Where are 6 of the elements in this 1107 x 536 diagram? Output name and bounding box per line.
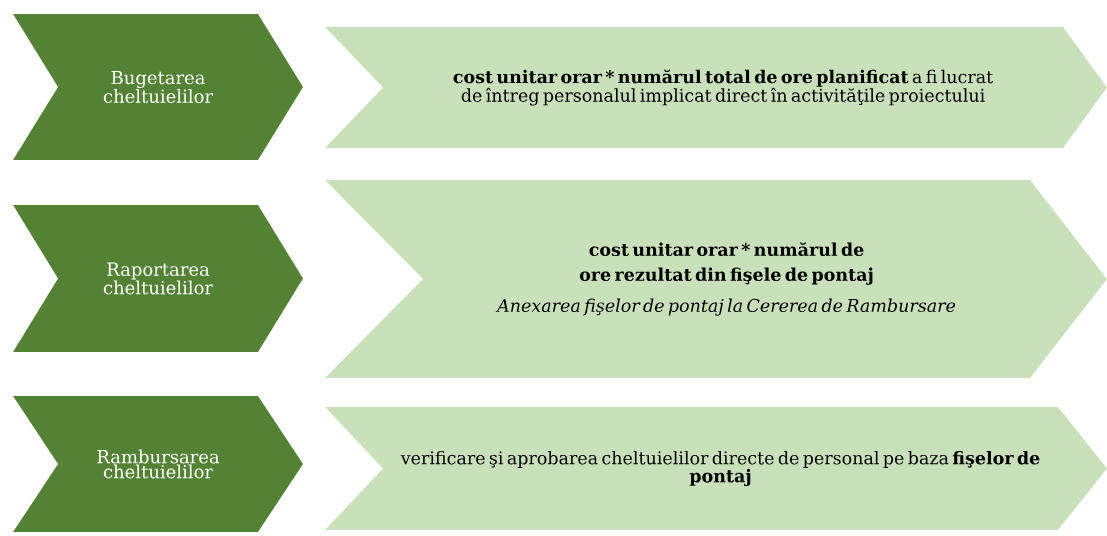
chevron-description: cost unitar orar * numărul de ore rezultat din fişele de pontaj Anexarea fişelor de pontaj la Cererea de Rambursare [325,180,1107,378]
chevron-description: cost unitar orar * numărul total de ore planificat a fi lucrat de întreg personalul implicat direct în activităţile proiectului [325,27,1107,148]
chevron-step: Bugetarea cheltuielilor [13,14,303,160]
chevron-description: verificare şi aprobarea cheltuielilor directe de personal pe baza fişelor de pontaj [325,407,1107,530]
chevron-step: Rambursarea cheltuielilor [13,396,303,532]
chevron-step: Raportarea cheltuielilor [13,205,303,352]
